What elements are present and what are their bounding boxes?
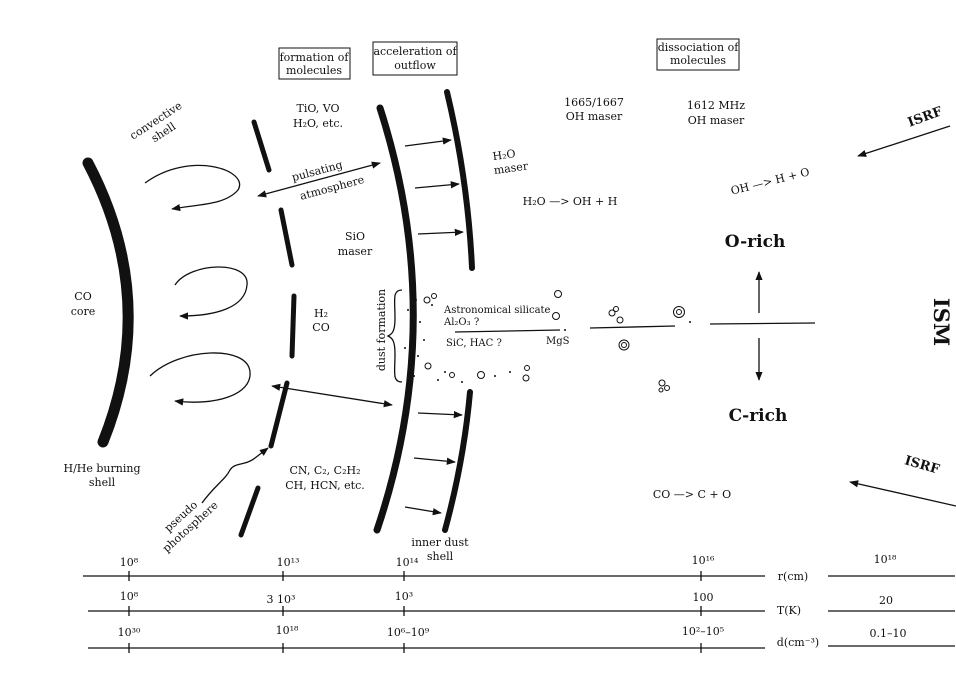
scale-tick-label: 3 10³ [267, 593, 296, 606]
co-dissociation-label: CO —> C + O [653, 488, 731, 501]
h2-co-label: H₂ CO [312, 307, 329, 334]
scale-tick-label: 10⁸ [120, 590, 139, 603]
svg-text:inner dust: inner dust [411, 536, 469, 549]
scale-tick-label: 100 [693, 591, 714, 604]
acceleration-shell-inner [373, 104, 417, 534]
photosphere-pointer-arrow [201, 447, 269, 504]
svg-text:SiO: SiO [345, 230, 365, 243]
svg-text:formation of: formation of [280, 51, 350, 64]
svg-text:maser: maser [338, 245, 373, 258]
oh-maser-1612-label: 1612 MHz OH maser [687, 99, 745, 127]
scale-tick-label: 10⁶–10⁹ [387, 626, 430, 639]
sio-maser-label: SiO maser [338, 230, 373, 258]
scale-name: d(cm⁻³) [777, 636, 819, 649]
svg-text:1612 MHz: 1612 MHz [687, 99, 745, 112]
oh-maser-1665-label: 1665/1667 OH maser [564, 96, 624, 123]
svg-text:CN, C₂, C₂H₂: CN, C₂, C₂H₂ [290, 464, 361, 477]
svg-text:CO: CO [74, 290, 91, 303]
isrf-bottom-label: ISRF [903, 453, 942, 477]
astronomical-silicate-label: Astronomical silicate [443, 305, 551, 316]
inner-dust-shell-label: inner dust shell [411, 536, 469, 563]
acceleration-of-outflow-box: acceleration of outflow [372, 41, 458, 76]
core-boundary-shell [82, 157, 134, 448]
isrf-bottom-arrow [849, 480, 956, 507]
svg-text:shell: shell [89, 476, 116, 489]
h-he-burning-shell-label: H/He burning shell [63, 462, 140, 489]
svg-text:H₂O, etc.: H₂O, etc. [293, 117, 343, 130]
scale-far-value: 10¹⁸ [874, 553, 897, 566]
acceleration-shell-outer-bottom [442, 389, 473, 533]
scale-tick-label: 10⁸ [120, 556, 139, 569]
scale-tick-label: 10³⁰ [118, 626, 141, 639]
svg-text:H/He burning: H/He burning [63, 462, 140, 475]
svg-text:1665/1667: 1665/1667 [564, 96, 624, 109]
scale-tick-label: 10³ [395, 590, 413, 603]
acceleration-shell-outer-top [444, 89, 475, 271]
scale-temperature: 10⁸ 3 10³ 10³ 100 T(K) 20 [88, 590, 955, 617]
cn-hcn-label: CN, C₂, C₂H₂ CH, HCN, etc. [285, 464, 365, 492]
sic-hac-label: SiC, HAC ? [446, 338, 502, 349]
isrf-top-arrow [857, 125, 951, 157]
pulsating-atmosphere-label: pulsating atmosphere [290, 158, 365, 203]
pseudo-photosphere-label: pseudo photosphere [160, 498, 221, 555]
scale-far-value: 0.1–10 [870, 627, 907, 640]
convection-loops [144, 164, 251, 406]
svg-text:OH maser: OH maser [688, 114, 745, 127]
svg-text:maser: maser [493, 159, 530, 177]
svg-text:dissociation of: dissociation of [658, 41, 739, 54]
scale-tick-label: 10¹⁴ [396, 556, 419, 569]
svg-text:H₂: H₂ [314, 307, 328, 320]
dust-grains [404, 290, 691, 393]
mgs-label: MgS [546, 336, 570, 347]
svg-text:core: core [71, 305, 96, 318]
scale-name: r(cm) [778, 570, 808, 583]
dissociation-of-molecules-box: dissociation of molecules [656, 38, 740, 71]
scale-tick-label: 10¹⁶ [692, 554, 715, 567]
scale-far-value: 20 [879, 594, 893, 607]
convective-shell-label: convective shell [127, 99, 184, 145]
tio-vo-label: TiO, VO H₂O, etc. [293, 102, 343, 130]
al2o3-label: Al₂O₃ ? [443, 317, 479, 328]
oh-dissociation-label: OH —> H + O [729, 165, 810, 197]
pulsating-arrow [257, 161, 381, 198]
scale-tick-label: 10¹⁸ [276, 624, 299, 637]
o-c-divider-left [454, 329, 561, 333]
o-rich-label: O-rich [725, 232, 786, 252]
c-rich-label: C-rich [729, 406, 788, 426]
dust-formation-bracket [386, 289, 403, 383]
scale-radius: 10⁸ 10¹³ 10¹⁴ 10¹⁶ r(cm) 10¹⁸ [83, 553, 955, 583]
h2o-dissociation-label: H₂O —> OH + H [523, 195, 618, 208]
svg-text:H₂O: H₂O [492, 147, 517, 163]
svg-text:outflow: outflow [394, 59, 436, 72]
pseudo-photosphere-shell [238, 119, 297, 538]
svg-text:CH, HCN, etc.: CH, HCN, etc. [285, 479, 365, 492]
svg-text:molecules: molecules [670, 54, 726, 67]
isrf-top-label: ISRF [906, 104, 945, 131]
svg-text:shell: shell [427, 550, 454, 563]
ism-label: ISM [929, 298, 954, 346]
outflow-arrows [404, 137, 464, 516]
co-core-label: CO core [71, 290, 96, 318]
svg-text:CO: CO [312, 321, 329, 334]
o-c-divider-right [709, 322, 816, 325]
formation-of-molecules-box: formation of molecules [278, 47, 351, 80]
scale-tick-label: 10¹³ [277, 556, 300, 569]
o-c-divider-middle [589, 325, 676, 329]
scale-density: 10³⁰ 10¹⁸ 10⁶–10⁹ 10²–10⁵ d(cm⁻³) 0.1–10 [88, 624, 955, 653]
svg-text:TiO, VO: TiO, VO [297, 102, 340, 115]
dust-formation-label: dust formation [375, 289, 388, 371]
svg-text:molecules: molecules [286, 64, 342, 77]
h2o-maser-label: H₂O maser [492, 147, 530, 177]
svg-text:OH maser: OH maser [566, 110, 623, 123]
scale-tick-label: 10²–10⁵ [682, 625, 724, 638]
svg-text:acceleration of: acceleration of [373, 45, 457, 58]
pulsation-amplitude-arrow [271, 383, 393, 408]
scale-name: T(K) [777, 604, 801, 617]
